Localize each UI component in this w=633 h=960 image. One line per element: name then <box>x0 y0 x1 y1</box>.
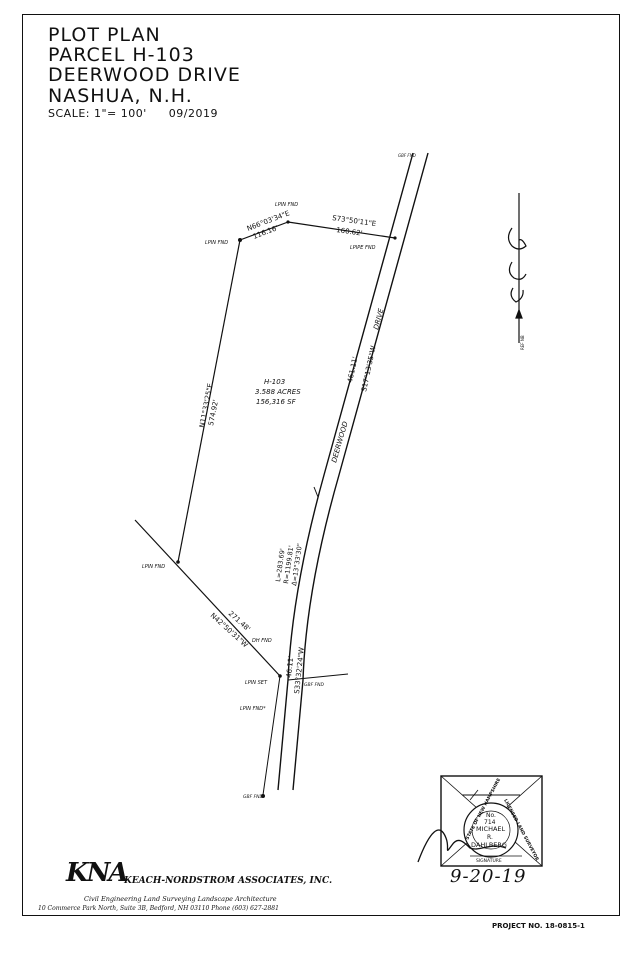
label-gbf-fnd-top: GBF FND <box>398 153 416 158</box>
parcel-acres: 3.588 ACRES <box>255 388 301 396</box>
label-lpin-fnd-top: LPIN FND <box>275 202 298 208</box>
title-city: NASHUA, N.H. <box>48 85 193 107</box>
project-number: PROJECT NO. 18-0815-1 <box>492 922 585 930</box>
label-lpipe-fnd: LPIPE FND <box>350 245 376 251</box>
border-frame <box>22 14 620 916</box>
scale-text: SCALE: 1"= 100' <box>48 107 147 120</box>
road-edge-east <box>292 152 429 791</box>
boundary-line-sw <box>134 519 281 677</box>
b2-dist: 160.62' <box>336 226 363 238</box>
label-lpin-fnd-west: LPIN FND <box>142 564 165 570</box>
north-arrow-icon <box>507 193 527 343</box>
b3-bearing: S17°13'35"W <box>360 345 378 392</box>
lpin-set-point <box>278 674 282 678</box>
surveyor-stamp: STATE OF NEW HAMPSHIRE LICENSED LAND SUR… <box>440 775 543 867</box>
gbf-fnd-bottom-point <box>261 794 265 798</box>
south-tie-line <box>262 675 281 796</box>
lpin-fnd-west-point <box>176 560 180 564</box>
road-top-arrow <box>313 486 319 498</box>
firm-tagline: Civil Engineering Land Surveying Landsca… <box>84 895 277 903</box>
boundary-line-n1 <box>239 221 289 241</box>
signature-scribble <box>417 829 507 863</box>
street-name-drive: DRIVE <box>372 307 385 330</box>
label-gbf-fnd-mid: GBF FND <box>304 682 325 688</box>
deerwood-drive-road <box>277 152 429 791</box>
label-lpin-fnd-north: LPIN FND <box>205 240 228 246</box>
stamp-last-name: DAHLBERG <box>471 841 507 849</box>
firm-name: KEACH-NORDSTROM ASSOCIATES, INC. <box>124 876 333 886</box>
monuments <box>176 220 397 798</box>
parcel-sf: 156,316 SF <box>256 398 297 406</box>
parcel-id: H-103 <box>264 378 285 386</box>
parcel-boundary <box>134 221 396 677</box>
label-gbf-fnd-bottom: GBF FND <box>243 794 264 800</box>
title-street: DEERWOOD DRIVE <box>48 64 241 86</box>
stamp-no-label: No. <box>486 812 496 819</box>
title-parcel: PARCEL H-103 <box>48 44 195 66</box>
b3-dist: 461.11' <box>346 356 359 384</box>
stamp-middle: R. <box>487 834 493 841</box>
stamp-number: 714 <box>484 819 496 826</box>
lpin-fnd-top-point <box>286 220 290 224</box>
kna-logo: KNA <box>66 858 129 888</box>
signed-date: 9-20-19 <box>450 866 527 887</box>
lpin-fnd-north-point <box>238 238 242 242</box>
north-ref-label: REF NB <box>520 335 525 350</box>
plan-date: 09/2019 <box>168 107 218 120</box>
title-plot-plan: PLOT PLAN <box>48 24 161 46</box>
boundary-line-nw <box>177 239 241 563</box>
title-scale-line: SCALE: 1"= 100' 09/2019 <box>48 107 218 120</box>
label-lpin-fnd-star: LPIN FND* <box>240 706 266 712</box>
road-edge-west <box>277 152 414 791</box>
lpipe-fnd-point <box>393 236 397 240</box>
stamp-signature-label: SIGNATURE <box>476 858 502 864</box>
gbf-fnd-tie-line <box>287 673 349 681</box>
stamp-first-name: MICHAEL <box>476 825 506 833</box>
boundary-line-n2 <box>287 221 396 239</box>
label-dh-fnd: DH FND <box>252 638 272 644</box>
firm-address: 10 Commerce Park North, Suite 3B, Bedfor… <box>38 905 279 912</box>
label-lpin-set: LPIN SET <box>245 680 268 686</box>
b4-dist: 46.11' <box>285 655 295 678</box>
